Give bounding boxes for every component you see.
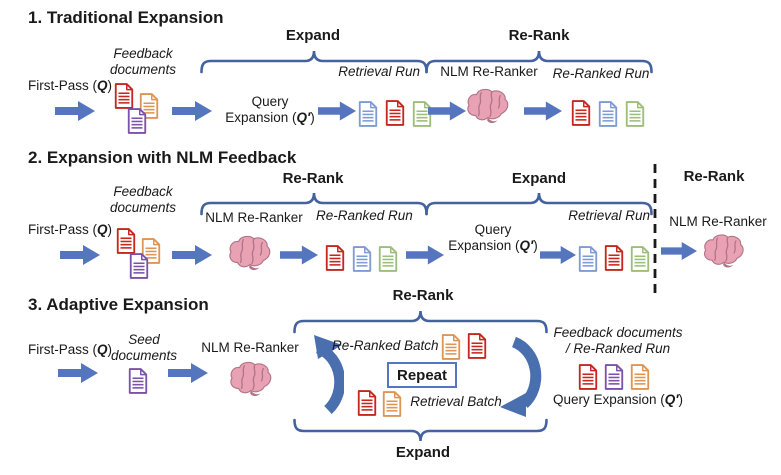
rerank-brace <box>200 192 428 216</box>
flow-arrow <box>428 100 466 122</box>
document-icon <box>377 246 399 272</box>
document-icon <box>115 228 137 254</box>
flow-arrow <box>540 244 576 266</box>
brain-icon <box>226 234 274 272</box>
flow-arrow <box>661 240 697 262</box>
section-3-title: 3. Adaptive Expansion <box>28 295 209 314</box>
seed-documents-label: Seed documents <box>110 332 178 363</box>
rerank-brace <box>425 50 653 74</box>
section-1-title: 1. Traditional Expansion <box>28 8 224 27</box>
expand-stage-label: Expand <box>285 27 341 44</box>
reranked-batch-label: Re-Ranked Batch <box>332 338 439 353</box>
document-icon <box>126 108 148 134</box>
document-icon <box>603 364 625 390</box>
document-icon <box>384 100 406 126</box>
nlm-reranker-label: NLM Re-Ranker <box>440 64 538 79</box>
document-icon <box>127 368 149 394</box>
nlm-reranker-label: NLM Re-Ranker <box>201 340 299 355</box>
flow-arrow <box>168 362 208 384</box>
expand-stage-label: Expand <box>395 444 451 461</box>
rerank-stage-label: Re-Rank <box>683 168 745 185</box>
cycle-arrow-left-icon <box>314 335 344 415</box>
cycle-arrow-right-icon <box>500 336 542 417</box>
document-icon <box>577 364 599 390</box>
document-icon <box>357 101 379 127</box>
first-pass-query-label: First-Pass (Q) <box>28 78 113 93</box>
flow-arrow <box>55 100 95 122</box>
document-icon <box>577 246 599 272</box>
expand-stage-label: Expand <box>511 170 567 187</box>
document-icon <box>356 390 378 416</box>
document-icon <box>128 253 150 279</box>
document-icon <box>113 83 135 109</box>
rerank-stage-label: Re-Rank <box>282 170 344 187</box>
rerank-brace <box>293 310 548 334</box>
flow-arrow <box>60 244 100 266</box>
document-icon <box>324 245 346 271</box>
document-icon <box>440 334 462 360</box>
stage-divider-dashed-line <box>653 164 657 296</box>
first-pass-query-label: First-Pass (Q) <box>28 222 113 237</box>
feedback-reranked-run-label-line2: / Re-Ranked Run <box>565 341 671 356</box>
flow-arrow <box>524 100 562 122</box>
query-expansion-label: Query Expansion (Q′) <box>225 94 315 125</box>
repeat-box: Repeat <box>387 362 457 388</box>
section-2-title: 2. Expansion with NLM Feedback <box>28 148 297 167</box>
nlm-reranker-label: NLM Re-Ranker <box>669 214 767 229</box>
expand-brace <box>200 50 428 74</box>
first-pass-query-label: First-Pass (Q) <box>28 342 113 357</box>
feedback-reranked-run-label-line1: Feedback documents <box>553 325 683 340</box>
brain-icon <box>464 87 512 125</box>
document-icon <box>466 333 488 359</box>
document-icon <box>351 246 373 272</box>
document-icon <box>597 101 619 127</box>
flow-arrow <box>172 100 212 122</box>
document-icon <box>570 100 592 126</box>
expand-brace <box>425 192 653 216</box>
flow-arrow <box>58 362 98 384</box>
query-expansion-label: Query Expansion (Q′) <box>552 392 684 407</box>
reranked-run-label: Re-Ranked Run <box>316 208 413 223</box>
brain-icon <box>701 232 747 270</box>
feedback-documents-label: Feedback documents <box>109 184 177 215</box>
flow-arrow <box>406 244 444 266</box>
retrieval-batch-label: Retrieval Batch <box>410 394 502 409</box>
retrieval-run-label: Retrieval Run <box>568 208 650 223</box>
document-icon <box>629 246 651 272</box>
document-icon <box>624 101 646 127</box>
document-icon <box>603 245 625 271</box>
flow-arrow <box>280 244 318 266</box>
nlm-reranker-label: NLM Re-Ranker <box>205 210 303 225</box>
flow-arrow <box>318 100 356 122</box>
query-expansion-label: Query Expansion (Q′) <box>448 222 538 253</box>
reranked-run-label: Re-Ranked Run <box>552 66 650 81</box>
expand-brace <box>293 418 548 442</box>
document-icon <box>629 364 651 390</box>
document-icon <box>381 391 403 417</box>
brain-icon <box>227 360 275 398</box>
feedback-documents-label: Feedback documents <box>109 46 177 77</box>
rerank-stage-label: Re-Rank <box>508 27 570 44</box>
retrieval-run-label: Retrieval Run <box>338 64 420 79</box>
rerank-stage-label: Re-Rank <box>392 287 454 304</box>
flow-arrow <box>172 244 212 266</box>
